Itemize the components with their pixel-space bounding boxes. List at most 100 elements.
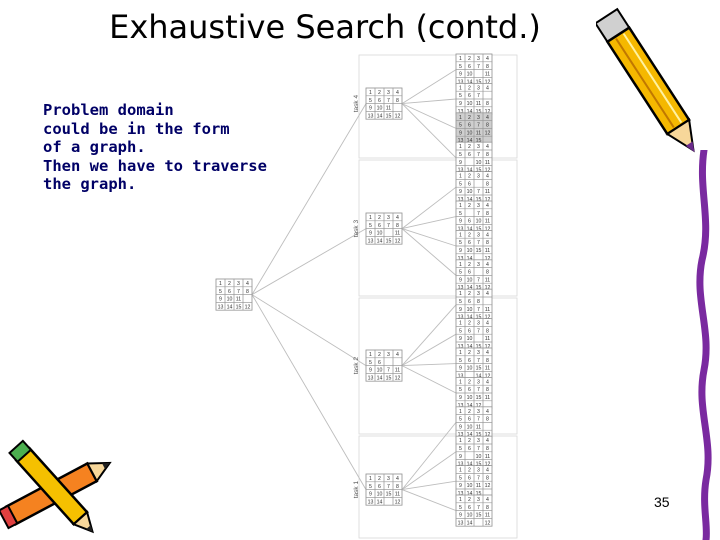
tile-number: 6 <box>468 417 471 423</box>
tile-number: 7 <box>477 446 480 452</box>
tile-number: 3 <box>477 232 480 238</box>
tile-number: 13 <box>458 344 464 350</box>
tile-number: 14 <box>467 403 473 409</box>
tile-number: 4 <box>486 291 489 297</box>
tile-number: 5 <box>459 328 462 334</box>
tile-number: 6 <box>228 289 231 295</box>
tile-number: 10 <box>467 277 473 283</box>
tile-number: 5 <box>459 299 462 305</box>
tile-number: 6 <box>468 181 471 187</box>
tile-number: 15 <box>476 285 482 291</box>
tile-number: 5 <box>459 240 462 246</box>
tile-number: 13 <box>458 403 464 409</box>
tile-number: 2 <box>468 115 471 121</box>
tile-number: 2 <box>468 174 471 180</box>
tile-number: 12 <box>395 375 401 381</box>
tile-number: 13 <box>368 113 374 119</box>
tile-number: 11 <box>236 297 241 303</box>
tile-number: 2 <box>468 468 471 474</box>
tile-number: 14 <box>377 113 383 119</box>
branch-line <box>251 228 367 295</box>
tile-number: 3 <box>477 350 480 356</box>
tile-number: 1 <box>459 144 462 150</box>
tile-number: 15 <box>386 113 392 119</box>
task-label: task 3 <box>353 220 360 238</box>
tile-number: 12 <box>395 113 401 119</box>
tile-number: 8 <box>486 270 489 276</box>
tile-number: 10 <box>377 106 383 112</box>
branch-line <box>401 451 457 490</box>
tile-number: 2 <box>468 291 471 297</box>
tile-number: 11 <box>485 307 490 313</box>
tile-number: 1 <box>369 215 372 221</box>
tile-number: 10 <box>467 130 473 136</box>
tile-number: 7 <box>477 277 480 283</box>
tile-number: 3 <box>477 85 480 91</box>
tile-number: 5 <box>459 123 462 129</box>
tile-number: 15 <box>476 138 482 144</box>
tile-number: 5 <box>369 360 372 366</box>
tile-number: 15 <box>386 375 392 381</box>
tile-number: 14 <box>377 499 383 505</box>
tile-number: 6 <box>468 299 471 305</box>
body-line: Problem domain <box>43 101 174 119</box>
branch-line <box>401 98 457 105</box>
body-line: Then we have to traverse <box>43 156 267 175</box>
tile-number: 15 <box>386 492 392 498</box>
tile-number: 2 <box>468 232 471 238</box>
tile-number: 9 <box>459 483 462 489</box>
tile-number: 9 <box>459 513 462 519</box>
tile-number: 15 <box>476 366 482 372</box>
tile-number: 12 <box>485 109 491 115</box>
tile-number: 14 <box>467 138 473 144</box>
tile-number: 11 <box>485 219 490 225</box>
tile-number: 9 <box>369 231 372 237</box>
branch-line <box>401 489 457 512</box>
tile-number: 14 <box>467 520 473 526</box>
tile-number: 6 <box>468 123 471 129</box>
branch-line <box>401 422 457 490</box>
task-group-box <box>358 435 518 539</box>
tile-number: 6 <box>468 475 471 481</box>
body-line: could be in the form <box>43 119 230 138</box>
tile-number: 8 <box>246 289 249 295</box>
tile-number: 10 <box>467 395 473 401</box>
tile-number: 11 <box>476 424 481 430</box>
tile-number: 14 <box>467 109 473 115</box>
tile-number: 14 <box>467 315 473 321</box>
tile-number: 3 <box>477 174 480 180</box>
tile-number: 2 <box>468 497 471 503</box>
tile-number: 9 <box>459 189 462 195</box>
tile-number: 4 <box>246 281 249 287</box>
tile-number: 15 <box>476 395 482 401</box>
tile-number: 4 <box>396 476 399 482</box>
tile-number: 11 <box>386 106 391 112</box>
tile-number: 9 <box>459 395 462 401</box>
tile-number: 5 <box>459 93 462 99</box>
tile-number: 3 <box>477 144 480 150</box>
branch-line <box>401 69 457 104</box>
task-group-box <box>358 159 518 297</box>
tile-number: 14 <box>467 432 473 438</box>
tile-number: 12 <box>485 432 491 438</box>
tile-number: 6 <box>468 93 471 99</box>
tile-number: 5 <box>459 181 462 187</box>
tile-number: 9 <box>459 336 462 342</box>
tile-number: 4 <box>486 174 489 180</box>
tile-number: 1 <box>459 203 462 209</box>
tile-number: 13 <box>458 109 464 115</box>
tile-number: 2 <box>468 350 471 356</box>
tile-number: 4 <box>396 215 399 221</box>
tile-number: 14 <box>467 285 473 291</box>
tile-number: 8 <box>486 64 489 70</box>
tile-number: 1 <box>459 321 462 327</box>
tile-number: 13 <box>458 491 464 497</box>
tile-number: 14 <box>377 238 383 244</box>
tile-number: 13 <box>368 238 374 244</box>
tile-number: 4 <box>486 115 489 121</box>
